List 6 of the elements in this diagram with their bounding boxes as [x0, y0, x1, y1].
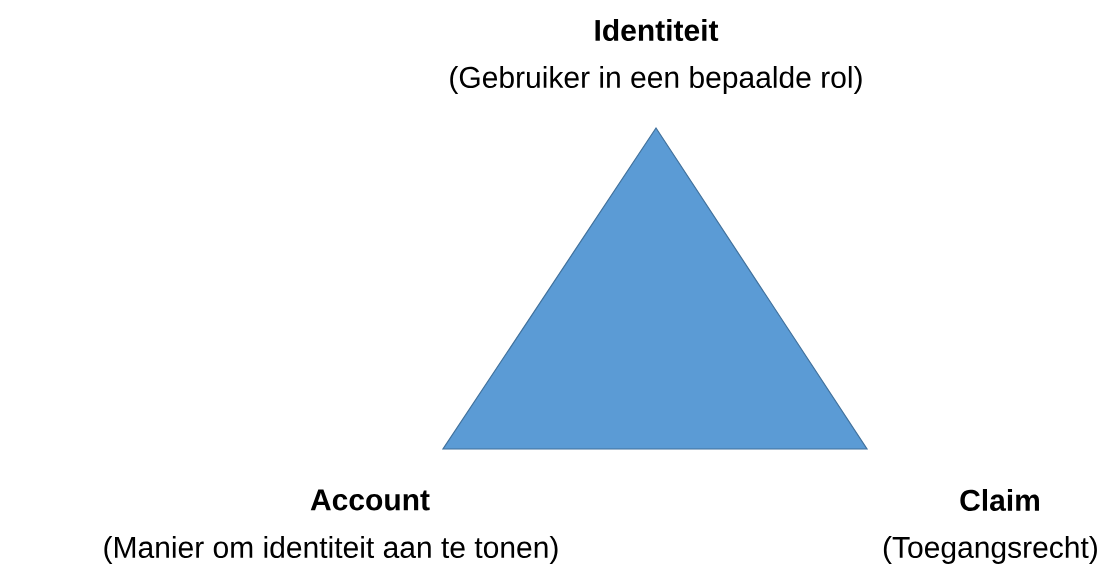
description: (Manier om identiteit aan te tonen) — [104, 536, 558, 564]
heading: Identiteit — [595, 19, 719, 41]
description: (Gebruiker in een bepaalde rol) — [450, 66, 862, 94]
description: (Toegangsrecht) — [883, 536, 1097, 564]
heading: Claim — [960, 489, 1039, 511]
heading: Account — [310, 489, 430, 511]
